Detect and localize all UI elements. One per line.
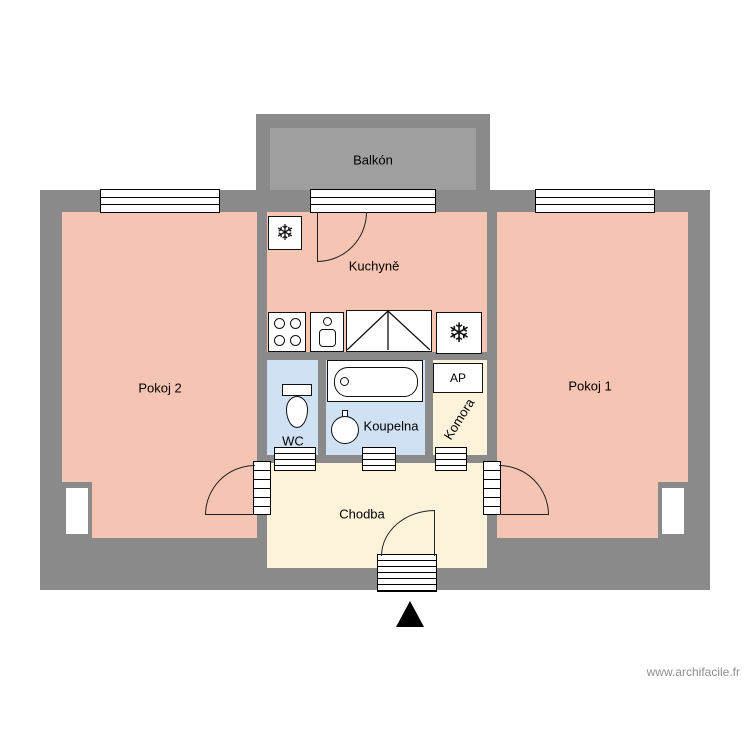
fridge-snowflake-icon: ❄ <box>447 317 471 348</box>
window-pane <box>101 197 219 199</box>
label-bathroom: Koupelna <box>363 418 419 434</box>
window-top-right <box>535 189 655 213</box>
wall-balcony-top <box>256 114 490 128</box>
watermark: www.archifacile.fr <box>646 665 740 679</box>
label-balcony: Balkón <box>353 152 393 168</box>
stove-burner <box>289 318 301 329</box>
window-pane <box>311 204 435 206</box>
wall-exterior-bottom <box>40 568 710 590</box>
window-top-center <box>310 189 436 213</box>
freezer: ❄ <box>268 216 302 250</box>
door-wc-threshold <box>274 447 316 471</box>
freezer-snowflake-icon: ❄ <box>275 220 295 245</box>
label-hallway: Chodba <box>339 506 385 522</box>
window-pane <box>536 197 654 199</box>
stove-burner <box>289 335 301 346</box>
ap-unit: AP <box>433 363 483 393</box>
wall-room1-left <box>487 212 497 568</box>
wall-kitchen-bottom <box>267 352 487 360</box>
window-pane <box>311 197 435 199</box>
door-pantry-threshold <box>435 447 467 471</box>
room-balcony <box>270 128 476 192</box>
wall-balcony-right <box>476 114 490 192</box>
stove-burner <box>273 318 285 329</box>
kitchen-sink <box>310 312 344 352</box>
wall-exterior-left <box>40 190 62 590</box>
pillar-niche-bottom-left <box>66 488 88 534</box>
door-room2-threshold <box>253 461 271 515</box>
wall-under-room1 <box>497 538 688 568</box>
stove-burner <box>273 335 285 346</box>
label-room2: Pokoj 2 <box>138 380 182 396</box>
ap-unit-label: AP <box>449 371 466 385</box>
door-room1-threshold <box>483 461 501 515</box>
toilet-tank <box>282 384 312 396</box>
wall-under-room2 <box>62 538 257 568</box>
stove <box>268 312 306 352</box>
label-wc: WC <box>282 433 304 449</box>
bathtub-drain <box>340 377 349 386</box>
wall-wc-bathroom <box>318 360 326 455</box>
countertop <box>346 310 432 352</box>
bathroom-sink-bowl <box>331 416 359 444</box>
door-bathroom-threshold <box>362 447 396 471</box>
wall-balcony-left <box>256 114 270 192</box>
kitchen-sink-basin <box>319 329 336 347</box>
window-pane <box>101 204 219 206</box>
kitchen-sink-faucet <box>323 317 332 326</box>
stove-burners <box>269 313 305 351</box>
entrance-arrow <box>396 601 424 627</box>
fridge: ❄ <box>436 312 482 354</box>
pillar-niche-bottom-right <box>662 488 684 534</box>
wall-room2-right <box>257 212 267 568</box>
toilet <box>282 384 312 430</box>
room-hallway <box>267 463 487 568</box>
wall-exterior-right <box>688 190 710 590</box>
wall-bathroom-pantry <box>425 360 433 455</box>
bathroom-sink <box>331 410 359 444</box>
window-pane <box>536 204 654 206</box>
label-room1: Pokoj 1 <box>568 378 612 394</box>
bathtub <box>327 360 423 402</box>
countertop-lines <box>347 311 430 350</box>
window-top-left <box>100 189 220 213</box>
door-entrance <box>377 554 437 592</box>
toilet-bowl <box>286 396 308 428</box>
label-kitchen: Kuchyně <box>348 258 400 274</box>
